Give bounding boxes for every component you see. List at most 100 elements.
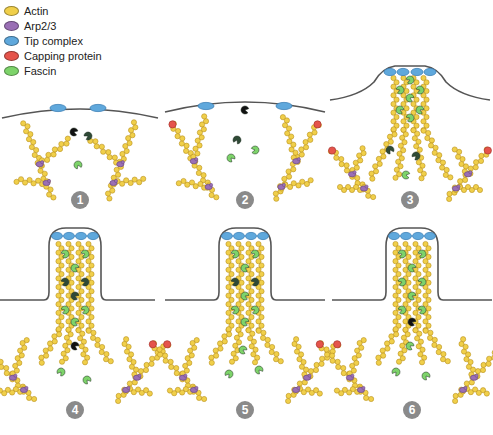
actin-monomer xyxy=(319,361,324,366)
actin-filament xyxy=(209,327,232,366)
actin-monomer xyxy=(214,353,219,358)
arp23-complex xyxy=(360,185,368,191)
actin-monomer xyxy=(286,169,291,174)
actin-monomer xyxy=(39,355,44,360)
legend-label: Arp2/3 xyxy=(24,20,56,32)
legend-swatch xyxy=(4,51,19,61)
actin-monomer xyxy=(127,357,132,362)
actin-monomer xyxy=(361,151,366,156)
actin-filament xyxy=(411,75,419,132)
arp23-body xyxy=(278,184,285,189)
arp23-lobe xyxy=(195,158,198,161)
arp23-complex xyxy=(43,179,51,185)
plasma-membrane xyxy=(0,228,155,300)
arp23-complex xyxy=(459,386,467,392)
actin-monomer xyxy=(444,167,449,172)
actin-monomer xyxy=(141,176,146,181)
actin-monomer xyxy=(358,158,363,163)
actin-monomer xyxy=(329,353,334,358)
fascin xyxy=(233,136,241,144)
fascin xyxy=(408,292,416,300)
arp23-complex xyxy=(122,386,130,392)
legend-swatch xyxy=(4,66,19,76)
actin-monomer xyxy=(56,327,61,332)
actin-filament xyxy=(393,241,401,332)
actin-monomer xyxy=(198,181,203,186)
actin-monomer xyxy=(282,123,287,128)
arp23-body xyxy=(292,387,299,392)
arp23-body xyxy=(43,180,50,185)
stage-6-panel xyxy=(316,228,493,404)
actin-monomer xyxy=(116,393,121,398)
actin-monomer xyxy=(432,342,437,347)
actin-monomer xyxy=(436,350,441,355)
actin-filament xyxy=(116,343,171,404)
actin-filament xyxy=(226,241,234,332)
actin-filament xyxy=(39,327,62,366)
actin-monomer xyxy=(487,356,492,361)
fascin xyxy=(392,368,400,376)
fascin xyxy=(251,146,259,154)
actin-monomer xyxy=(95,337,100,342)
actin-monomer xyxy=(227,332,232,337)
arp23-lobe xyxy=(365,185,368,188)
actin-filament xyxy=(391,75,399,132)
fascin xyxy=(418,250,426,258)
actin-monomer xyxy=(144,362,149,367)
actin-monomer xyxy=(391,127,396,132)
actin-monomer xyxy=(437,344,442,349)
actin-monomer xyxy=(441,352,446,357)
actin-monomer xyxy=(181,178,186,183)
arp23-body xyxy=(470,375,477,380)
actin-monomer xyxy=(394,332,399,337)
arp23-body xyxy=(36,162,43,167)
arp23-complex xyxy=(110,179,118,185)
actin-monomer xyxy=(384,341,389,346)
actin-monomer xyxy=(292,341,297,346)
actin-monomer xyxy=(445,359,450,364)
actin-monomer xyxy=(95,342,100,347)
tip-complex xyxy=(246,232,257,239)
actin-monomer xyxy=(189,353,194,358)
arp23-body xyxy=(9,375,16,380)
actin-monomer xyxy=(26,395,31,400)
plasma-membrane xyxy=(165,228,325,300)
actin-monomer xyxy=(447,191,452,196)
tip-complex xyxy=(234,232,245,239)
actin-monomer xyxy=(143,367,148,372)
fascin xyxy=(227,154,235,162)
arp23-complex xyxy=(464,171,472,177)
actin-filament xyxy=(293,386,322,396)
actin-monomer xyxy=(29,144,34,149)
actin-monomer xyxy=(307,132,312,137)
arp23-complex xyxy=(303,374,311,380)
actin-monomer xyxy=(197,143,202,148)
arp23-lobe xyxy=(297,158,300,161)
actin-monomer xyxy=(168,359,173,364)
actin-monomer xyxy=(458,179,463,184)
actin-monomer xyxy=(157,347,162,352)
actin-monomer xyxy=(256,328,261,333)
actin-monomer xyxy=(260,335,265,340)
fascin xyxy=(418,278,426,286)
arp23-complex xyxy=(117,161,125,167)
actin-monomer xyxy=(380,348,385,353)
fascin xyxy=(57,368,65,376)
actin-monomer xyxy=(462,177,467,182)
tip-complex xyxy=(384,68,396,75)
arp23-lobe xyxy=(464,386,467,389)
actin-monomer xyxy=(291,181,296,186)
actin-monomer xyxy=(274,196,279,201)
actin-monomer xyxy=(99,350,104,355)
actin-monomer xyxy=(484,391,489,396)
fascin xyxy=(71,264,79,272)
actin-monomer xyxy=(387,134,392,139)
actin-monomer xyxy=(124,349,129,354)
arp23-lobe xyxy=(47,179,50,182)
actin-monomer xyxy=(124,148,129,153)
tip-complex xyxy=(424,68,436,75)
actin-monomer xyxy=(163,358,168,363)
actin-monomer xyxy=(426,130,431,135)
